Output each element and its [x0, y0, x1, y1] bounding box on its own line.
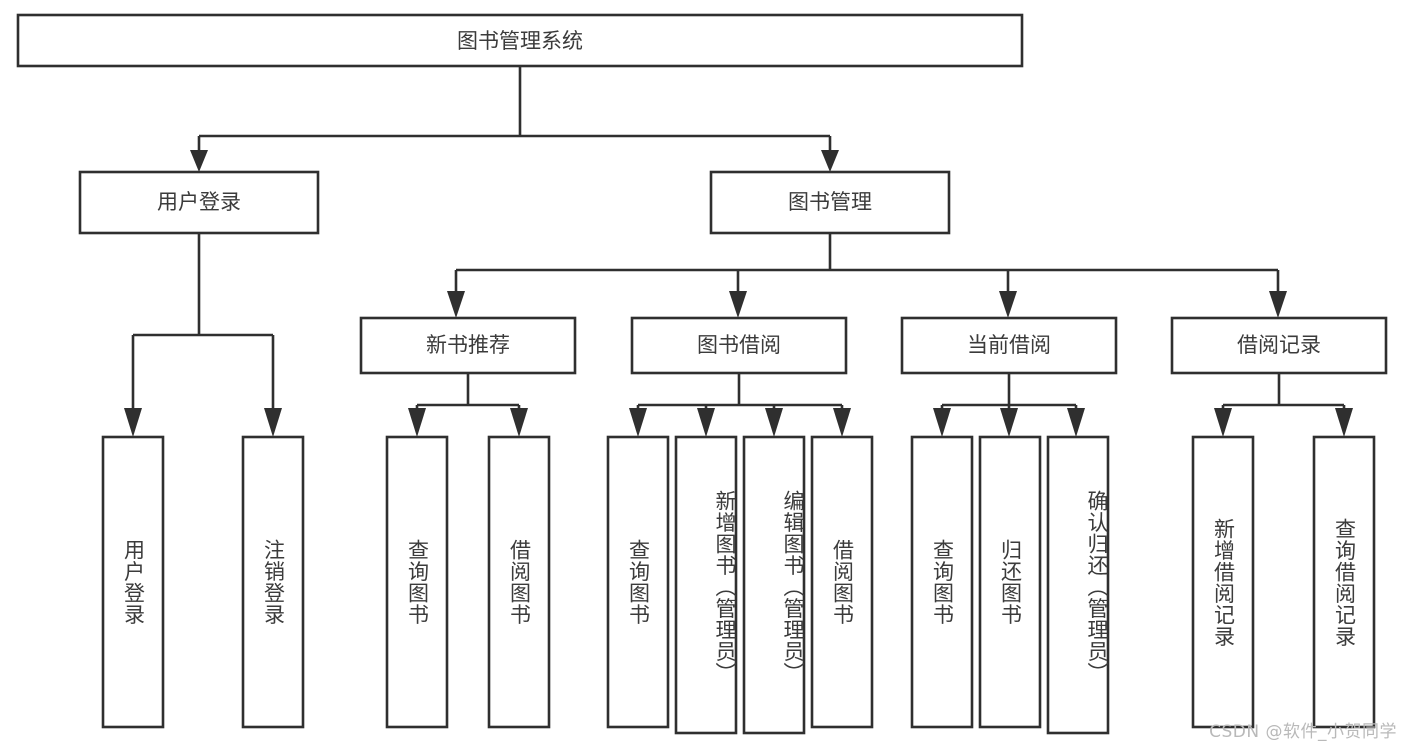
leaf-borrow-book-recommend-label: 借阅图书 [507, 539, 532, 625]
leaf-query-book-borrow-box [606, 435, 670, 729]
arrow-to-borrow-record [1269, 291, 1287, 318]
arrow-to-current-borrow [999, 291, 1017, 318]
arrow-to-leaf-add-record [1214, 408, 1232, 437]
leaf-add-book-label: 新增图书（管理员） [713, 489, 736, 684]
current-borrow-box [900, 316, 1118, 375]
arrow-to-leaf-user-login [124, 408, 142, 437]
arrow-to-leaf-add-book [697, 408, 715, 437]
leaf-borrow-book-recommend-text-wrap: 借阅图书 [507, 539, 532, 625]
node-borrow-record[interactable]: 借阅记录 [1170, 316, 1388, 375]
arrow-to-leaf-query-book-1 [408, 408, 426, 437]
leaf-edit-book-label: 编辑图书（管理员） [781, 489, 804, 684]
arrow-to-leaf-edit-book [765, 408, 783, 437]
arrow-to-user-login [190, 150, 208, 172]
leaf-edit-book-text-wrap: 编辑图书（管理员） [781, 489, 804, 684]
arrow-to-leaf-return-book [1000, 408, 1018, 437]
book-borrow-label: 图书借阅 [697, 333, 781, 357]
leaf-return-book-label: 归还图书 [998, 539, 1023, 625]
node-user-login[interactable]: 用户登录 [78, 170, 320, 235]
leaf-confirm-return[interactable]: 确认归还（管理员） [1046, 435, 1110, 735]
leaf-logout-box [241, 435, 305, 729]
node-current-borrow[interactable]: 当前借阅 [900, 316, 1118, 375]
leaf-query-book-recommend-label: 查询图书 [405, 539, 430, 625]
leaf-add-borrow-record-label: 新增借阅记录 [1211, 517, 1236, 647]
current-borrow-label: 当前借阅 [967, 333, 1051, 357]
leaf-query-book-recommend-text-wrap: 查询图书 [405, 539, 430, 625]
leaf-borrow-book[interactable]: 借阅图书 [810, 435, 874, 729]
leaf-query-book-recommend[interactable]: 查询图书 [385, 435, 449, 729]
arrow-to-book-management [821, 150, 839, 172]
node-new-book-recommend[interactable]: 新书推荐 [359, 316, 577, 375]
arrow-to-leaf-confirm-return [1067, 408, 1085, 437]
csdn-watermark: CSDN @软件_小贺同学 [1209, 722, 1397, 742]
leaf-borrow-book-recommend[interactable]: 借阅图书 [487, 435, 551, 729]
book-borrow-box [630, 316, 848, 375]
leaf-logout-text-wrap: 注销登录 [261, 539, 286, 625]
leaf-query-borrow-record[interactable]: 查询借阅记录 [1312, 435, 1376, 729]
book-management-label: 图书管理 [788, 190, 872, 214]
leaf-query-book-borrow-text-wrap: 查询图书 [626, 539, 651, 625]
leaf-confirm-return-text-wrap: 确认归还（管理员） [1085, 489, 1108, 684]
leaf-logout[interactable]: 注销登录 [241, 435, 305, 729]
leaf-query-book-borrow[interactable]: 查询图书 [606, 435, 670, 729]
leaf-query-book-current-box [910, 435, 974, 729]
leaf-query-book-current[interactable]: 查询图书 [910, 435, 974, 729]
leaf-query-book-recommend-box [385, 435, 449, 729]
node-book-management[interactable]: 图书管理 [709, 170, 951, 235]
leaf-confirm-return-label: 确认归还（管理员） [1085, 489, 1108, 684]
leaf-return-book[interactable]: 归还图书 [978, 435, 1042, 729]
leaf-add-book[interactable]: 新增图书（管理员） [674, 435, 738, 735]
leaf-add-borrow-record-box [1191, 435, 1255, 729]
node-book-borrow[interactable]: 图书借阅 [630, 316, 848, 375]
leaf-add-book-text-wrap: 新增图书（管理员） [713, 489, 736, 684]
leaf-edit-book-box [742, 435, 806, 735]
leaf-query-book-current-text-wrap: 查询图书 [930, 539, 955, 625]
arrow-to-book-borrow [729, 291, 747, 318]
leaf-user-login-text-wrap: 用户登录 [121, 539, 146, 625]
borrow-record-box [1170, 316, 1388, 375]
leaf-add-borrow-record-text-wrap: 新增借阅记录 [1211, 517, 1236, 647]
user-login-label: 用户登录 [157, 190, 241, 214]
root-box [16, 13, 1024, 68]
leaf-logout-label: 注销登录 [261, 539, 286, 625]
leaf-return-book-text-wrap: 归还图书 [998, 539, 1023, 625]
leaf-add-borrow-record[interactable]: 新增借阅记录 [1191, 435, 1255, 729]
leaf-query-book-borrow-label: 查询图书 [626, 539, 651, 625]
leaf-query-borrow-record-label: 查询借阅记录 [1332, 517, 1357, 647]
arrow-to-leaf-borrow-book-2 [833, 408, 851, 437]
book-management-box [709, 170, 951, 235]
root-label: 图书管理系统 [457, 29, 583, 53]
leaf-user-login-box [101, 435, 165, 729]
leaf-confirm-return-box [1046, 435, 1110, 735]
arrow-to-leaf-borrow-book-1 [510, 408, 528, 437]
leaf-borrow-book-label: 借阅图书 [830, 539, 855, 625]
leaf-borrow-book-text-wrap: 借阅图书 [830, 539, 855, 625]
leaf-user-login[interactable]: 用户登录 [101, 435, 165, 729]
leaf-edit-book[interactable]: 编辑图书（管理员） [742, 435, 806, 735]
leaf-return-book-box [978, 435, 1042, 729]
arrow-to-new-book-recommend [447, 291, 465, 318]
leaf-add-book-box [674, 435, 738, 735]
arrow-to-leaf-query-book-3 [933, 408, 951, 437]
leaf-query-borrow-record-box [1312, 435, 1376, 729]
new-book-recommend-label: 新书推荐 [426, 333, 510, 357]
leaf-borrow-book-recommend-box [487, 435, 551, 729]
node-root[interactable]: 图书管理系统 [16, 13, 1024, 68]
new-book-recommend-box [359, 316, 577, 375]
arrow-to-leaf-query-book-2 [629, 408, 647, 437]
borrow-record-label: 借阅记录 [1237, 333, 1321, 357]
arrow-to-leaf-logout [264, 408, 282, 437]
leaf-user-login-label: 用户登录 [121, 539, 146, 625]
leaf-query-book-current-label: 查询图书 [930, 539, 955, 625]
leaf-borrow-book-box [810, 435, 874, 729]
leaf-query-borrow-record-text-wrap: 查询借阅记录 [1332, 517, 1357, 647]
arrow-to-leaf-query-record [1335, 408, 1353, 437]
